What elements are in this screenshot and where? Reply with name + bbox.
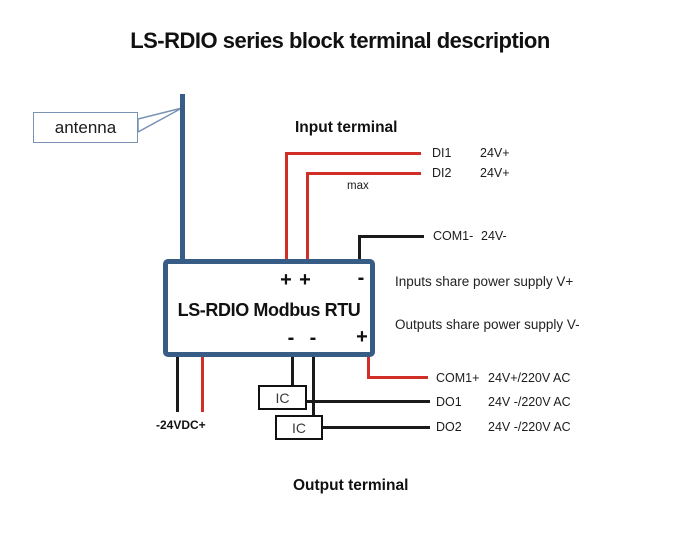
page-title: LS-RDIO series block terminal descriptio… <box>130 28 550 53</box>
com1minus-rating-label: 24V- <box>481 229 507 243</box>
input-terminal-heading: Input terminal <box>295 119 398 136</box>
max-note: max <box>347 180 369 192</box>
outputs-share-note: Outputs share power supply V- <box>395 317 580 332</box>
device-bottom-minus1: - <box>287 327 295 349</box>
ic2-label: IC <box>292 419 306 436</box>
ic1-label: IC <box>275 389 290 406</box>
ic-box-1: IC <box>258 385 307 410</box>
com1minus-terminal-label: COM1- <box>433 229 474 243</box>
inputs-share-note: Inputs share power supply V+ <box>395 274 574 289</box>
device-bottom-minus2: - <box>309 327 317 349</box>
wire-do1-vertical <box>291 357 294 385</box>
wire-com1minus-vertical <box>358 235 361 260</box>
device-bottom-plus: + <box>356 326 368 348</box>
antenna-label: antenna <box>54 117 117 137</box>
wire-di2-horizontal <box>306 172 421 175</box>
ic-box-2: IC <box>275 415 323 440</box>
wire-di1-horizontal <box>285 152 421 155</box>
device-top-plus1: + <box>280 269 292 291</box>
device-top-minus: - <box>357 267 365 289</box>
wire-power-plus <box>201 357 204 412</box>
di1-rating-label: 24V+ <box>480 146 510 160</box>
device-name: LS-RDIO Modbus RTU <box>177 300 361 320</box>
device-top-plus2: + <box>299 269 311 291</box>
antenna-line <box>180 94 185 260</box>
wire-do2-horizontal <box>323 426 430 429</box>
do1-rating-label: 24V -/220V AC <box>488 395 571 409</box>
do2-rating-label: 24V -/220V AC <box>488 420 571 434</box>
wire-com1minus-horizontal <box>358 235 424 238</box>
wire-com1plus-horizontal <box>367 376 428 379</box>
power-supply-label: -24VDC+ <box>156 418 206 432</box>
wire-com1plus-vertical <box>367 357 370 378</box>
di2-rating-label: 24V+ <box>480 166 510 180</box>
antenna-callout: antenna <box>33 112 138 143</box>
com1plus-rating-label: 24V+/220V AC <box>488 371 571 385</box>
di1-terminal-label: DI1 <box>432 146 452 160</box>
wire-di1-vertical <box>285 152 288 260</box>
wire-do1-horizontal <box>307 400 430 403</box>
do1-terminal-label: DO1 <box>436 395 462 409</box>
device-box <box>163 259 375 357</box>
di2-terminal-label: DI2 <box>432 166 452 180</box>
wire-di2-vertical <box>306 172 309 260</box>
wire-power-minus <box>176 357 179 412</box>
callout-tail-icon <box>137 107 183 134</box>
wire-do2-vertical <box>312 357 315 415</box>
output-terminal-heading: Output terminal <box>293 477 409 494</box>
do2-terminal-label: DO2 <box>436 420 462 434</box>
com1plus-terminal-label: COM1+ <box>436 371 480 385</box>
